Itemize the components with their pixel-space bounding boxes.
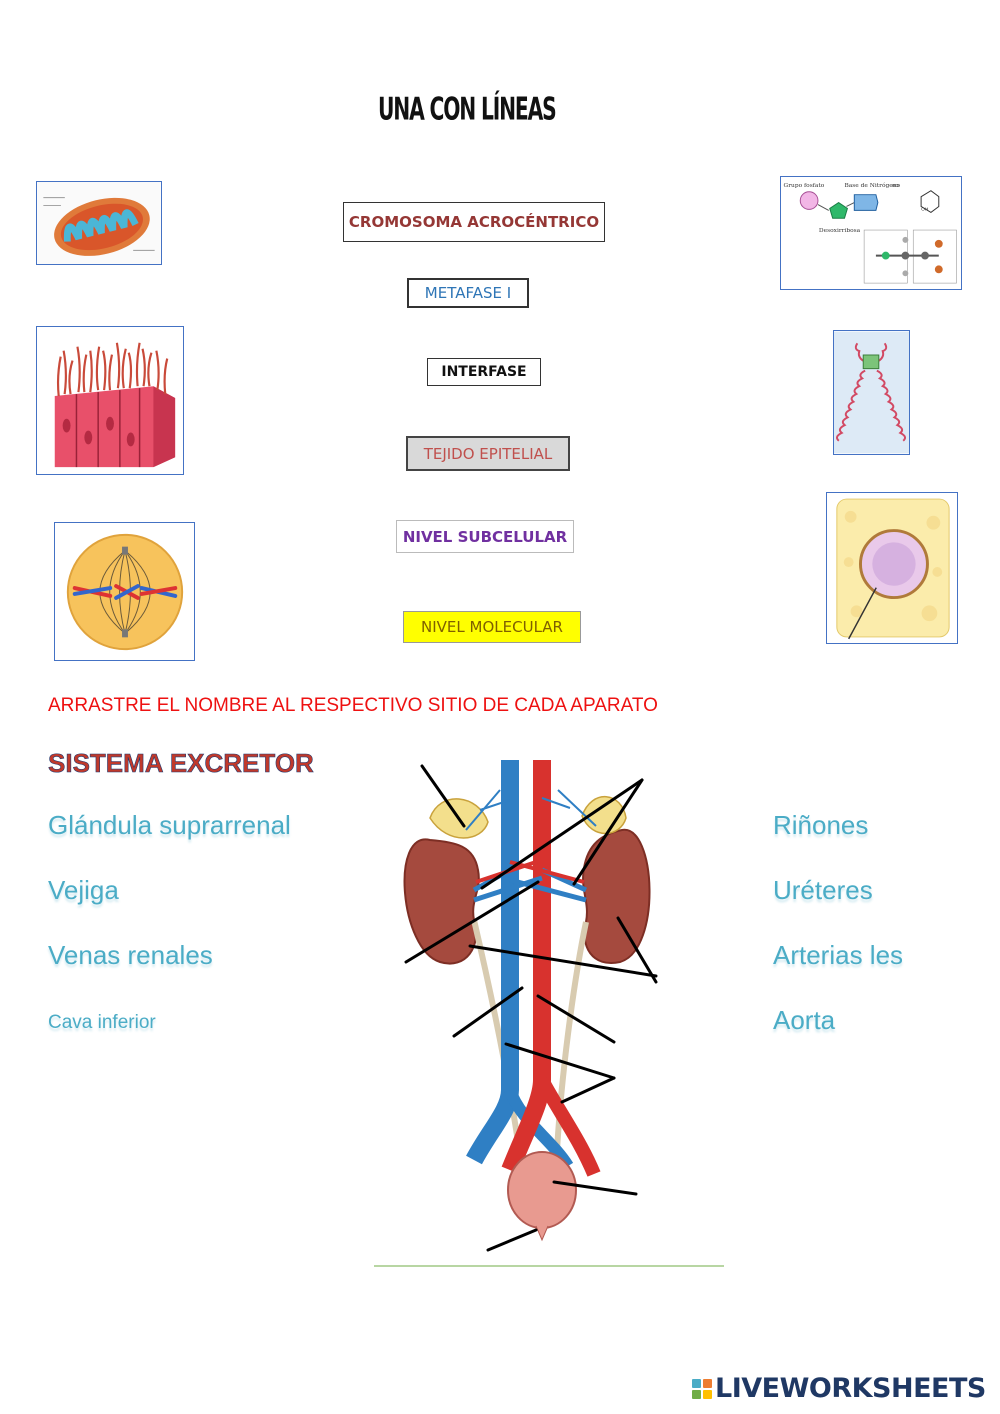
match-box-acrocentric[interactable]: CROMOSOMA ACROCÉNTRICO: [343, 202, 605, 242]
label-ureteres[interactable]: Uréteres: [773, 875, 873, 906]
mitochondrion-image[interactable]: [36, 181, 162, 265]
right-kidney: [583, 830, 649, 963]
logo-icon: [692, 1379, 712, 1399]
match-box-nivel-molecular[interactable]: NIVEL MOLECULAR: [403, 611, 581, 643]
excretory-system-diagram: [370, 750, 730, 1270]
epithelial-tissue-icon: [37, 327, 183, 474]
label-glandula-suprarrenal[interactable]: Glándula suprarrenal: [48, 810, 291, 841]
label-vejiga[interactable]: Vejiga: [48, 875, 119, 906]
svg-text:OH: OH: [921, 206, 929, 212]
metaphase-image[interactable]: [54, 522, 195, 661]
match-box-nivel-subcelular[interactable]: NIVEL SUBCELULAR: [396, 520, 574, 553]
chromosome-image[interactable]: [833, 330, 910, 455]
interphase-cell-icon: [827, 493, 957, 643]
label-rinones[interactable]: Riñones: [773, 810, 868, 841]
bladder: [508, 1152, 576, 1228]
system-title: SISTEMA EXCRETOR: [48, 748, 314, 779]
label-venas-renales[interactable]: Venas renales: [48, 940, 213, 971]
interphase-image[interactable]: [826, 492, 958, 644]
nucleotide-image[interactable]: Grupo fosfato Base de Nitrógeno Desoxirr…: [780, 176, 962, 290]
svg-text:HO: HO: [892, 183, 900, 189]
epithelial-tissue-image[interactable]: [36, 326, 184, 475]
label-arterias[interactable]: Arterias les: [773, 940, 903, 971]
match-box-metafase[interactable]: METAFASE I: [407, 278, 529, 308]
brand-text: LIVEWORKSHEETS: [715, 1373, 986, 1404]
nucleotide-molecule-icon: Grupo fosfato Base de Nitrógeno Desoxirr…: [781, 177, 961, 289]
mitochondrion-icon: [37, 182, 161, 264]
metaphase-cell-icon: [55, 523, 194, 660]
liveworksheets-logo: LIVEWORKSHEETS: [692, 1373, 986, 1404]
instruction-text: ARRASTRE EL NOMBRE AL RESPECTIVO SITIO D…: [48, 695, 658, 717]
label-cava-inferior[interactable]: Cava inferior: [48, 1012, 156, 1034]
match-box-interfase[interactable]: INTERFASE: [427, 358, 541, 386]
page-title: UNA CON LÍNEAS: [378, 92, 556, 128]
label-aorta[interactable]: Aorta: [773, 1005, 835, 1036]
chromosome-icon: [834, 331, 909, 454]
sugar-label: Desoxirribosa: [819, 228, 861, 234]
phosphate-label: Grupo fosfato: [784, 183, 825, 189]
match-box-tejido-epitelial[interactable]: TEJIDO EPITELIAL: [406, 436, 570, 471]
